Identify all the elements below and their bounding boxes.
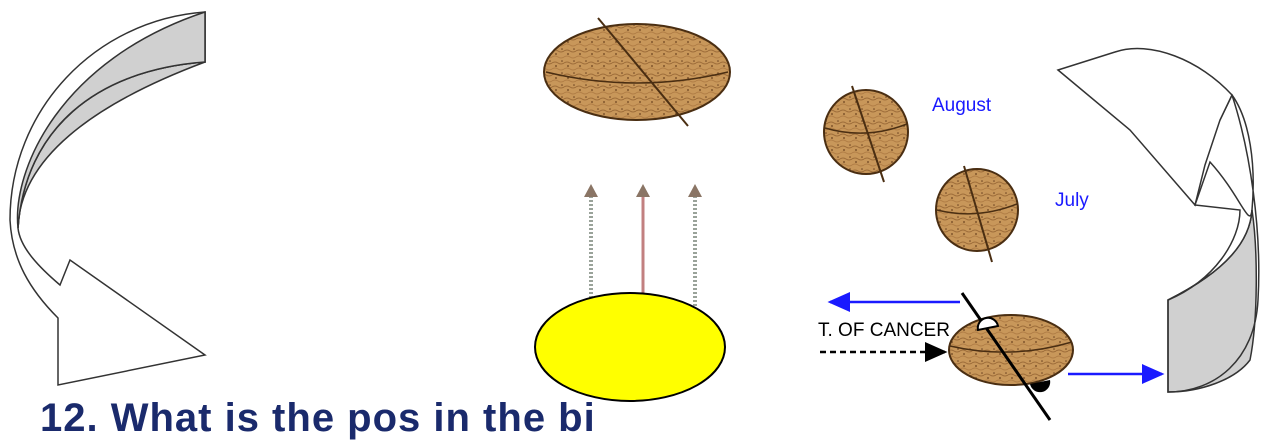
earth-august	[823, 85, 909, 183]
cutoff-question-text: 12. What is the pos in the bi	[40, 396, 596, 440]
sun-icon	[534, 292, 726, 402]
curved-arrow-left-icon	[9, 10, 207, 386]
label-tropic-of-cancer: T. OF CANCER	[818, 320, 950, 341]
sun-rays	[584, 184, 702, 310]
label-july: July	[1055, 190, 1089, 211]
earth-july	[935, 165, 1019, 263]
seasons-diagram	[9, 10, 1260, 421]
label-august: August	[932, 95, 992, 116]
earth-globe-icon	[543, 17, 731, 127]
curved-arrow-right-icon	[1056, 47, 1260, 393]
earth-june	[948, 292, 1074, 421]
